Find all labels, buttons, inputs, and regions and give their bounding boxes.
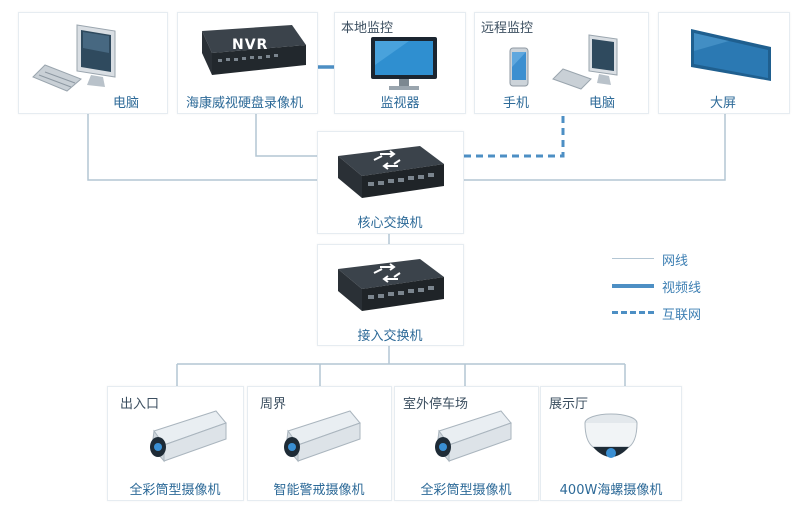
- legend: 网线 视频线 互联网: [612, 250, 742, 330]
- access-switch-label: 接入交换机: [357, 329, 423, 344]
- camera-location-label: 出入口: [120, 397, 160, 412]
- big-screen-card: 大屏: [658, 12, 790, 114]
- camera-card-showroom: 展示厅 400W海螺摄像机: [540, 386, 682, 501]
- remote-monitor-group-label: 远程监控: [481, 21, 534, 36]
- remote-monitor-card: 远程监控 手机 电脑: [474, 12, 649, 114]
- core-switch-card: 核心交换机: [317, 131, 464, 234]
- core-switch-icon: [338, 146, 444, 198]
- access-switch-icon: [338, 259, 444, 311]
- pc-left-label: 电脑: [113, 96, 140, 111]
- big-screen-label: 大屏: [710, 96, 737, 111]
- core-switch-label: 核心交换机: [357, 216, 423, 231]
- mobile-phone-icon: [509, 47, 529, 87]
- nvr-screen-text: NVR: [232, 37, 269, 53]
- monitor-icon: [371, 37, 437, 90]
- nvr-recorder-icon: [202, 25, 306, 75]
- camera-card-entrance: 出入口 全彩筒型摄像机: [107, 386, 244, 501]
- monitor-label: 监视器: [380, 96, 420, 111]
- desktop-computer-icon: [32, 24, 116, 92]
- dome-camera-icon: [584, 413, 638, 458]
- camera-card-parking: 室外停车场 全彩筒型摄像机: [394, 386, 539, 501]
- camera-label: 全彩筒型摄像机: [129, 483, 221, 498]
- legend-internet-label: 互联网: [662, 308, 702, 323]
- access-switch-card: 接入交换机: [317, 244, 464, 346]
- camera-location-label: 展示厅: [549, 397, 589, 412]
- camera-label: 智能警戒摄像机: [273, 483, 365, 498]
- nvr-card: NVR 海康威视硬盘录像机: [177, 12, 318, 114]
- local-monitor-card: 本地监控 监视器: [334, 12, 466, 114]
- local-monitor-group-label: 本地监控: [341, 21, 394, 36]
- remote-pc-label: 电脑: [589, 96, 616, 111]
- camera-card-perimeter: 周界 智能警戒摄像机: [247, 386, 392, 501]
- legend-network-label: 网线: [662, 254, 689, 269]
- phone-label: 手机: [503, 96, 530, 111]
- camera-label: 400W海螺摄像机: [559, 483, 663, 498]
- bullet-camera-icon: [435, 410, 512, 463]
- pc-left-card: 电脑: [18, 12, 168, 114]
- legend-video-line: 视频线: [612, 277, 742, 296]
- bullet-camera-icon: [150, 410, 227, 463]
- legend-network-line: 网线: [612, 250, 742, 269]
- camera-location-label: 室外停车场: [403, 397, 469, 412]
- legend-internet-line: 互联网: [612, 304, 742, 323]
- camera-location-label: 周界: [260, 397, 287, 412]
- remote-desktop-computer-icon: [552, 34, 618, 90]
- legend-video-label: 视频线: [662, 281, 702, 296]
- bullet-camera-icon: [284, 410, 361, 463]
- big-screen-icon: [691, 29, 771, 81]
- camera-label: 全彩筒型摄像机: [420, 483, 512, 498]
- nvr-label: 海康威视硬盘录像机: [186, 96, 304, 111]
